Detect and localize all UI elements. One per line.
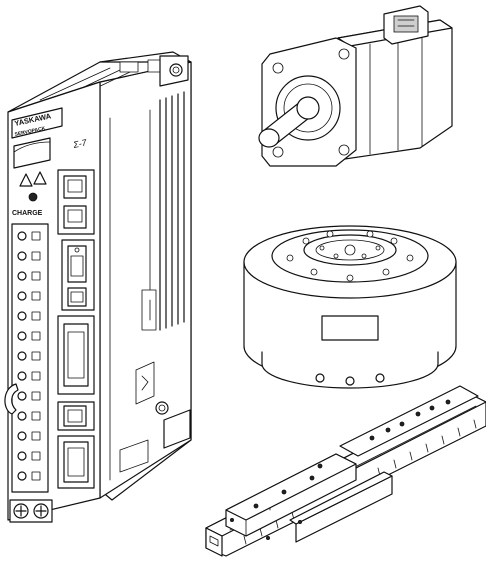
- series-mark: Σ-7: [71, 137, 88, 150]
- servopack-drive: YASKAWA SERVOPACK Σ-7 CHARGE: [4, 51, 192, 523]
- motor-label-plate: [321, 315, 379, 341]
- encoder-connector: [383, 5, 429, 45]
- terminal-block: [4, 223, 49, 493]
- direct-drive-motor: [243, 225, 457, 389]
- motor-shaft: [258, 96, 320, 148]
- warning-triangles: CHARGE: [12, 171, 47, 217]
- ground-terminals: [9, 499, 53, 523]
- connector-panel: [57, 169, 95, 489]
- mounting-ear-top: [159, 55, 189, 87]
- jumper-wire: [4, 383, 19, 415]
- magnet-track: [243, 419, 477, 545]
- servo-motor: [258, 5, 453, 167]
- linear-slider: [205, 385, 486, 557]
- charge-label: CHARGE: [12, 210, 43, 217]
- heat-sink-fins: [109, 91, 185, 481]
- status-display: [13, 137, 51, 169]
